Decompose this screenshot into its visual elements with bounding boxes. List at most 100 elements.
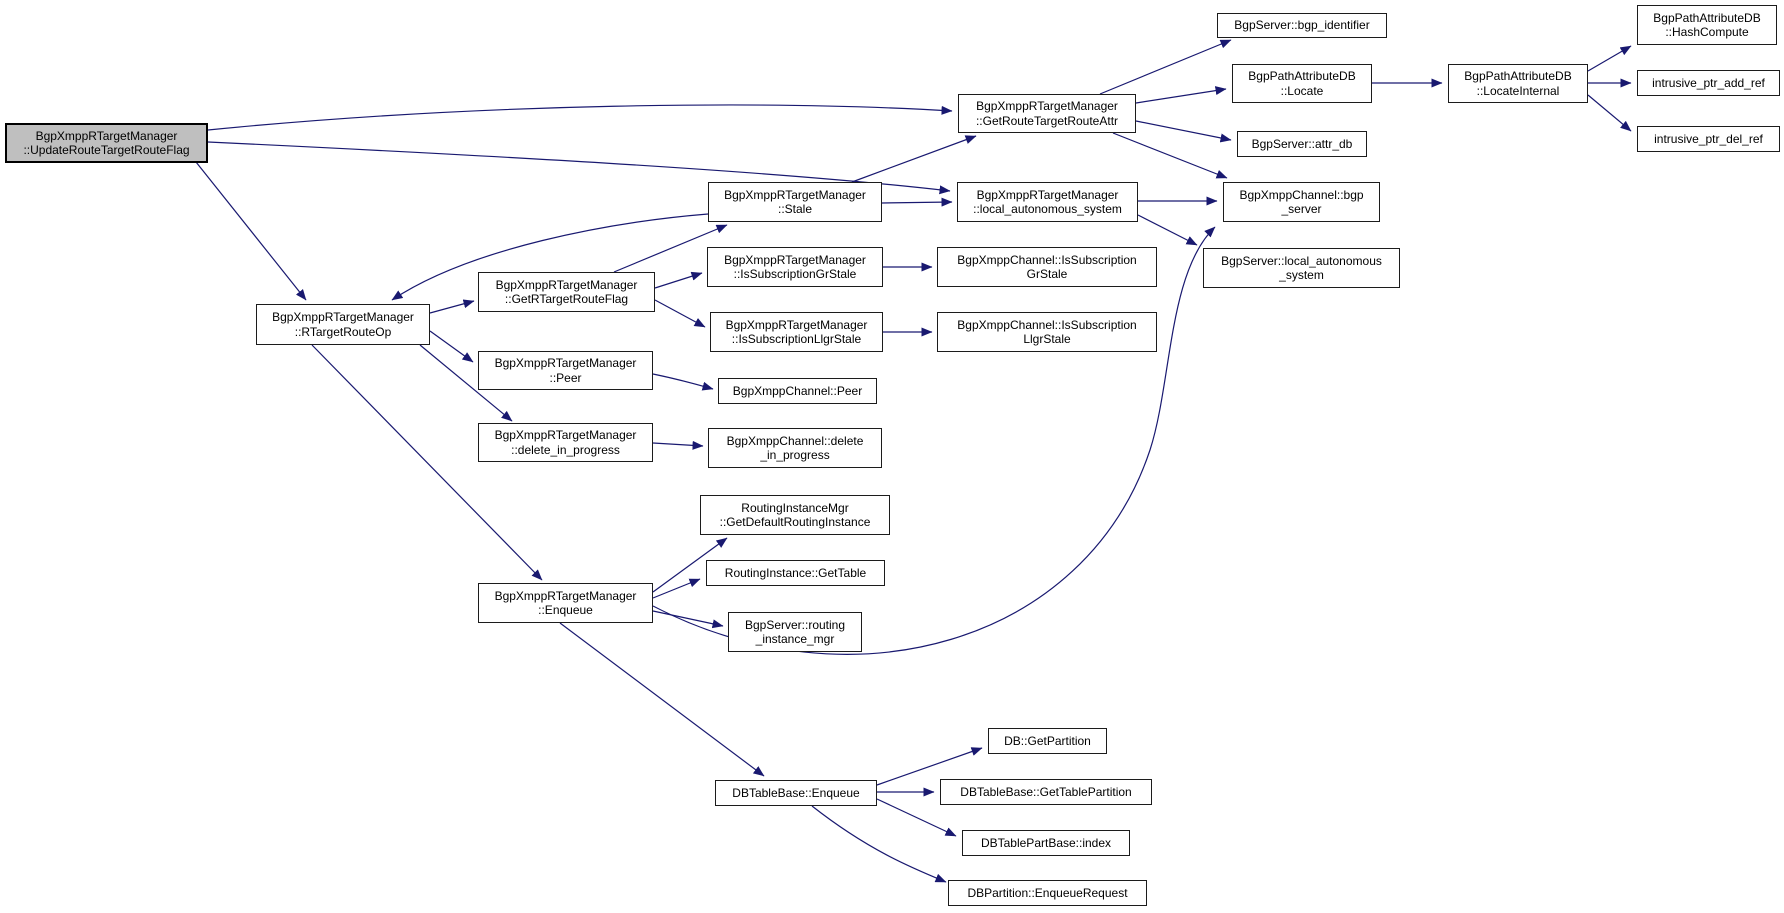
node-intrusive-ptr-del-ref[interactable]: intrusive_ptr_del_ref <box>1637 126 1780 152</box>
node-label: BgpServer::routing <box>744 617 846 632</box>
edge-dbtablebaseenqueue-to-index <box>876 798 957 837</box>
node-rtargetrouteop[interactable]: BgpXmppRTargetManager ::RTargetRouteOp <box>256 304 430 345</box>
edge-stale-to-getroutetargetrouteattr <box>851 135 977 183</box>
node-label: intrusive_ptr_del_ref <box>1654 131 1763 146</box>
node-label: BgpServer::attr_db <box>1251 136 1353 151</box>
node-label: BgpXmppRTargetManager <box>494 428 637 442</box>
node-label: ::GetRouteTargetRouteAttr <box>975 113 1119 128</box>
node-channel-peer[interactable]: BgpXmppChannel::Peer <box>718 378 877 404</box>
node-channel-delete-in-progress[interactable]: BgpXmppChannel::delete _in_progress <box>708 428 882 468</box>
node-intrusive-ptr-add-ref[interactable]: intrusive_ptr_add_ref <box>1637 70 1780 96</box>
node-label: BgpXmppChannel::IsSubscription <box>957 252 1137 267</box>
edge-dbtablebaseenqueue-to-dbgetpartition <box>876 747 983 786</box>
node-label: DBPartition::EnqueueRequest <box>967 885 1128 900</box>
node-db-getpartition[interactable]: DB::GetPartition <box>988 728 1107 754</box>
node-label: BgpXmppRTargetManager <box>494 356 637 370</box>
node-label: intrusive_ptr_add_ref <box>1652 75 1765 90</box>
node-label: BgpXmppRTargetManager <box>724 252 866 267</box>
node-label: BgpXmppRTargetManager <box>272 310 414 324</box>
edge-getrtargetrouteflag-to-issubscriptionllgrstale <box>654 299 706 328</box>
node-label: ::GetDefaultRoutingInstance <box>719 515 871 529</box>
edge-root-to-getroutetargetrouteattr <box>207 104 953 131</box>
edge-root-to-rtargetrouteop <box>195 161 307 301</box>
edge-getroutetargetrouteattr-to-bgpidentifier <box>1099 39 1232 95</box>
node-label: ::local_autonomous_system <box>973 202 1122 216</box>
node-label: BgpServer::bgp_identifier <box>1234 18 1370 33</box>
edge-deleteinprogress-to-channeldeleteinprogress <box>652 440 704 450</box>
node-label: BgpXmppRTargetManager <box>495 277 638 292</box>
node-label: DBTableBase::Enqueue <box>732 785 860 800</box>
node-server-routinginstancemgr[interactable]: BgpServer::routing _instance_mgr <box>728 612 862 652</box>
edge-stale-to-localautonomoussystem <box>881 197 953 207</box>
node-dbtablebase-gettablepartition[interactable]: DBTableBase::GetTablePartition <box>940 779 1152 805</box>
node-label: ::IsSubscriptionLlgrStale <box>731 332 862 346</box>
edge-dbtablebaseenqueue-to-enqueuerequest <box>811 805 947 883</box>
node-dbtablebase-enqueue[interactable]: DBTableBase::Enqueue <box>715 780 877 806</box>
edge-getroutetargetrouteattr-to-attrdb <box>1135 120 1232 143</box>
node-label: ::GetRTargetRouteFlag <box>504 292 629 306</box>
node-label: ::Peer <box>549 370 582 385</box>
edge-rtargetrouteop-to-peer <box>429 330 474 363</box>
node-mgr-issubscriptiongrstale[interactable]: BgpXmppRTargetManager ::IsSubscriptionGr… <box>707 247 883 287</box>
node-label: ::Stale <box>777 202 813 216</box>
node-label: BgpXmppChannel::bgp <box>1239 187 1364 202</box>
node-label: _server <box>1281 202 1322 216</box>
node-label: ::delete_in_progress <box>511 442 620 457</box>
edge-enqueue-to-getdefaultroutinginstance <box>652 537 728 593</box>
edge-localautonomoussystem-to-serverlocalautonomoussystem <box>1137 214 1198 246</box>
edge-rtargetrouteop-to-getrtargetrouteflag <box>429 299 475 314</box>
node-label: DBTableBase::GetTablePartition <box>960 784 1132 799</box>
edge-enqueue-to-gettable <box>652 578 701 599</box>
node-channel-issubscriptionllgrstale[interactable]: BgpXmppChannel::IsSubscription LlgrStale <box>937 312 1157 352</box>
node-label: LlgrStale <box>1023 332 1071 346</box>
node-label: _system <box>1279 268 1324 282</box>
edge-getroutetargetrouteattr-to-locate <box>1135 86 1227 104</box>
node-stale[interactable]: BgpXmppRTargetManager ::Stale <box>708 182 882 222</box>
node-label: BgpXmppChannel::IsSubscription <box>957 317 1137 332</box>
node-label: ::UpdateRouteTargetRouteFlag <box>23 143 190 157</box>
node-pathattrdb-hashcompute[interactable]: BgpPathAttributeDB ::HashCompute <box>1637 5 1777 45</box>
node-pathattrdb-locate[interactable]: BgpPathAttributeDB ::Locate <box>1232 64 1372 103</box>
node-label: BgpPathAttributeDB <box>1248 69 1356 83</box>
node-mgr-peer[interactable]: BgpXmppRTargetManager ::Peer <box>478 351 653 390</box>
node-label: BgpXmppRTargetManager <box>724 187 866 202</box>
edge-enqueue-to-dbtablebaseenqueue <box>559 622 765 777</box>
node-label: ::Enqueue <box>538 603 593 617</box>
node-label: BgpXmppRTargetManager <box>725 317 868 332</box>
node-server-localautonomoussystem[interactable]: BgpServer::local_autonomous _system <box>1203 248 1400 288</box>
edge-rtargetrouteop-to-enqueue <box>311 344 543 581</box>
node-pathattrdb-locateinternal[interactable]: BgpPathAttributeDB ::LocateInternal <box>1448 64 1588 103</box>
edge-stale-to-rtargetrouteop <box>391 213 709 301</box>
node-label: BgpPathAttributeDB <box>1464 69 1572 83</box>
node-label: ::HashCompute <box>1665 25 1749 39</box>
node-server-attrdb[interactable]: BgpServer::attr_db <box>1237 131 1367 157</box>
node-mgr-issubscriptionllgrstale[interactable]: BgpXmppRTargetManager ::IsSubscriptionLl… <box>710 312 883 352</box>
node-getdefaultroutinginstance[interactable]: RoutingInstanceMgr ::GetDefaultRoutingIn… <box>700 495 890 535</box>
edge-locateinternal-to-intrusiveptrdelref <box>1587 94 1632 132</box>
node-label: BgpXmppChannel::Peer <box>732 383 863 398</box>
node-label: ::LocateInternal <box>1476 83 1560 98</box>
node-dbpartition-enqueuerequest[interactable]: DBPartition::EnqueueRequest <box>948 880 1147 906</box>
edge-rtargetrouteop-to-deleteinprogress <box>419 344 513 422</box>
node-label: BgpXmppRTargetManager <box>35 128 178 143</box>
edge-enqueue-to-bgpserver <box>652 226 1216 655</box>
edge-enqueue-to-routinginstancemgr <box>652 610 724 629</box>
node-mgr-localautonomoussystem[interactable]: BgpXmppRTargetManager ::local_autonomous… <box>957 182 1138 222</box>
node-getrtargetrouteflag[interactable]: BgpXmppRTargetManager ::GetRTargetRouteF… <box>478 272 655 312</box>
node-label: BgpXmppRTargetManager <box>976 187 1119 202</box>
node-channel-bgpserver[interactable]: BgpXmppChannel::bgp _server <box>1223 182 1380 222</box>
node-mgr-enqueue[interactable]: BgpXmppRTargetManager ::Enqueue <box>478 583 653 623</box>
edge-peer-to-channelpeer <box>652 373 714 391</box>
node-channel-issubscriptiongrstale[interactable]: BgpXmppChannel::IsSubscription GrStale <box>937 247 1157 287</box>
node-dbtablepartbase-index[interactable]: DBTablePartBase::index <box>962 830 1130 856</box>
node-label: DBTablePartBase::index <box>980 835 1112 850</box>
node-label: BgpXmppChannel::delete <box>726 433 864 448</box>
node-getroutetargetrouteattr[interactable]: BgpXmppRTargetManager ::GetRouteTargetRo… <box>958 94 1136 133</box>
node-routinginstance-gettable[interactable]: RoutingInstance::GetTable <box>706 560 885 586</box>
node-mgr-delete-in-progress[interactable]: BgpXmppRTargetManager ::delete_in_progre… <box>478 423 653 462</box>
node-label: ::RTargetRouteOp <box>294 324 392 339</box>
node-server-bgpidentifier[interactable]: BgpServer::bgp_identifier <box>1217 13 1387 38</box>
node-label: BgpPathAttributeDB <box>1653 10 1761 25</box>
